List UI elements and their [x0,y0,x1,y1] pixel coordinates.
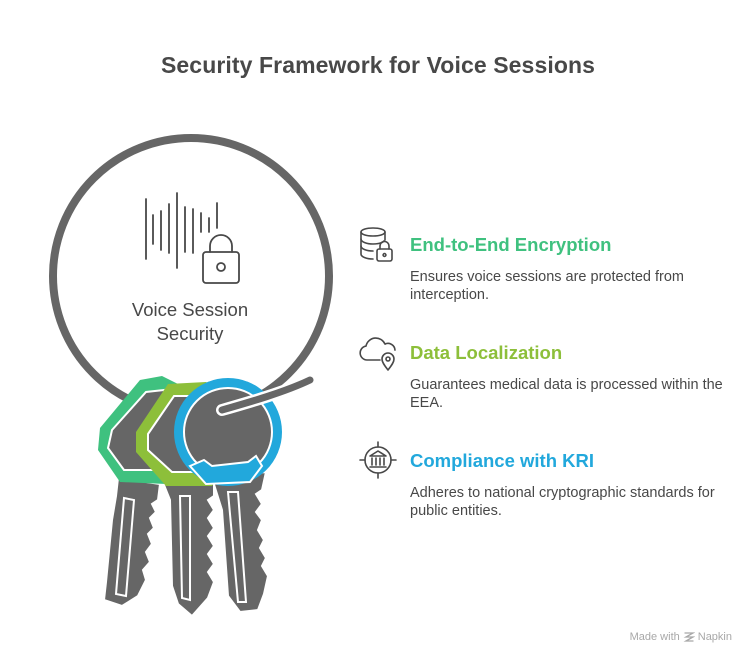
center-label-line2: Security [156,323,224,344]
cloud-location-icon [359,337,396,371]
brand-name: Napkin [697,631,732,643]
page-title: Security Framework for Voice Sessions [160,52,596,78]
feature-heading: Compliance with KRI [410,450,594,471]
sound-wave-lock-icon [145,192,240,284]
center-label-line1: Voice Session [131,299,249,320]
feature-description: Ensures voice sessions are protected fro… [410,269,685,303]
keyring-ring [49,134,333,418]
key-blade-middle [160,479,216,618]
target-institution-icon [359,441,397,479]
database-lock-icon [360,227,393,262]
napkin-logo-icon [683,632,695,642]
feature-description: Adheres to national cryptographic standa… [410,485,715,519]
key-blade-right [210,470,270,614]
center-label: Voice Session Security [110,298,270,346]
key-blade-left [102,476,162,608]
made-with-label: Made with [629,631,680,643]
feature-heading: End-to-End Encryption [410,234,612,255]
feature-description: Guarantees medical data is processed wit… [410,377,723,411]
footer-attribution[interactable]: Made with Napkin [630,631,732,643]
feature-heading: Data Localization [410,342,563,363]
